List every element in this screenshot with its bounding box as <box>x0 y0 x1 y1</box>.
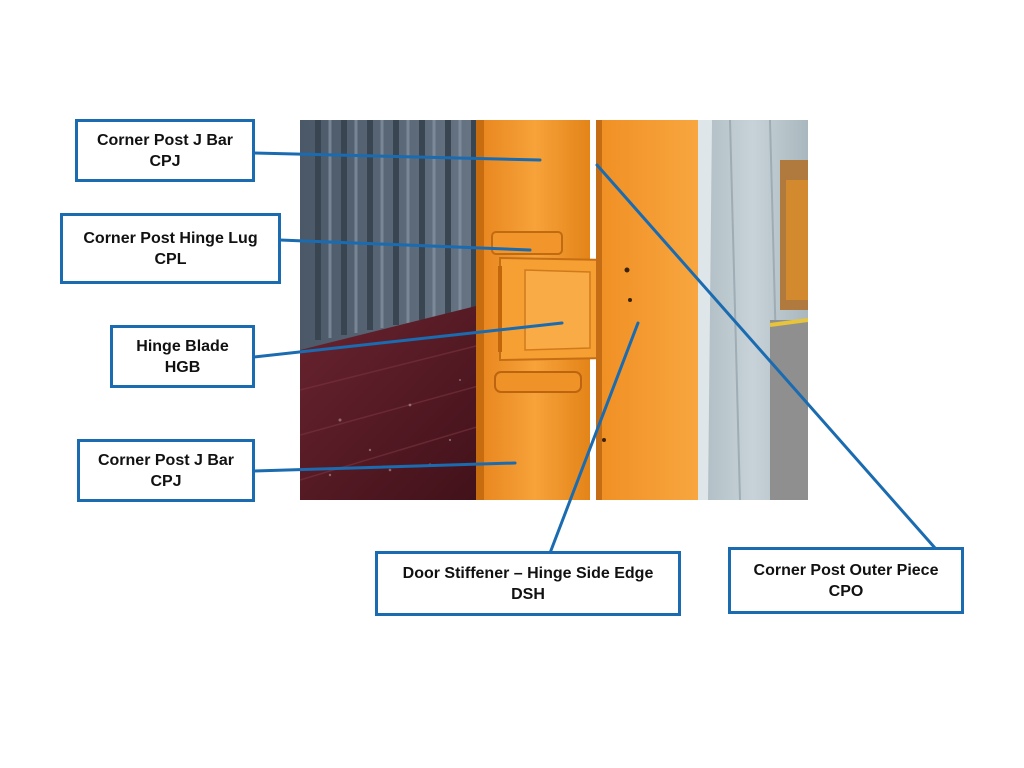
callout-corner-post-outer-piece: Corner Post Outer Piece CPO <box>728 547 964 614</box>
wall-corrugations <box>315 120 477 340</box>
callout-code: CPJ <box>150 472 182 490</box>
callout-code: CPJ <box>149 152 181 170</box>
callout-door-stiffener-hinge-side-edge: Door Stiffener – Hinge Side Edge DSH <box>375 551 681 616</box>
callout-name: Corner Post Hinge Lug <box>83 229 258 247</box>
callout-name: Door Stiffener – Hinge Side Edge <box>402 564 654 582</box>
callout-code: CPL <box>154 250 187 268</box>
callout-name: Corner Post Outer Piece <box>753 561 939 579</box>
callout-hinge-blade: Hinge Blade HGB <box>110 325 255 388</box>
callout-code: DSH <box>511 585 545 603</box>
callout-name: Corner Post J Bar <box>96 131 234 149</box>
container-hinge-photo <box>300 120 808 500</box>
callout-name: Corner Post J Bar <box>97 451 235 469</box>
callout-corner-post-j-bar-bottom: Corner Post J Bar CPJ <box>77 439 255 502</box>
door-stiffener <box>600 120 698 500</box>
callout-corner-post-hinge-lug: Corner Post Hinge Lug CPL <box>60 213 281 284</box>
hinge-knuckle <box>494 371 582 393</box>
callout-corner-post-j-bar-top: Corner Post J Bar CPJ <box>75 119 255 182</box>
callout-code: HGB <box>164 358 201 376</box>
callout-code: CPO <box>828 582 864 600</box>
callout-name: Hinge Blade <box>136 337 229 355</box>
hinge-lug <box>491 231 563 255</box>
